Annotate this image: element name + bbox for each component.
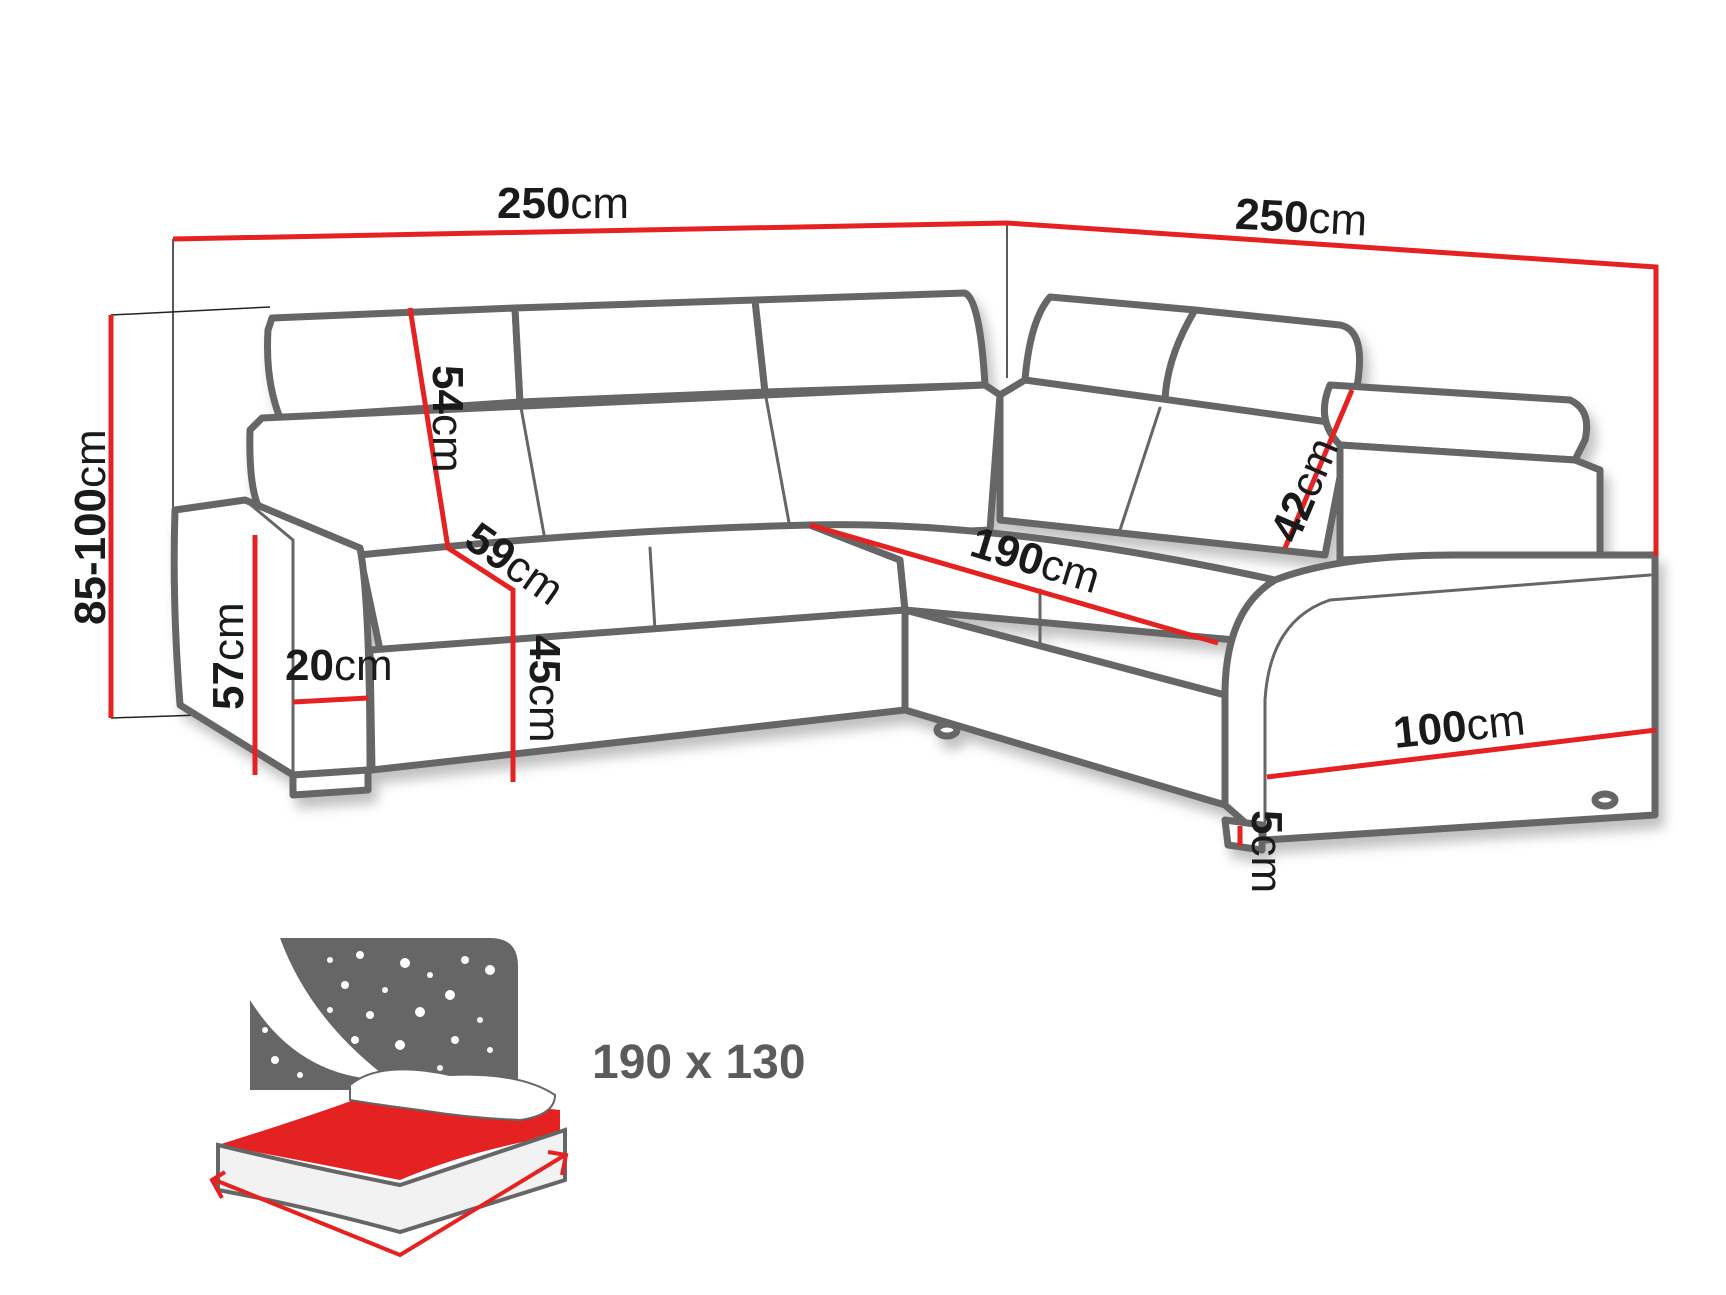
leg-left: [289, 766, 372, 799]
label-left-width: 250cm: [497, 179, 629, 228]
headrest-left-1: [264, 304, 524, 422]
headrest-left-3: [751, 289, 989, 396]
leg-right: [1221, 816, 1266, 854]
label-total-height: 85-100cm: [66, 429, 115, 625]
bed-size-arrow: [214, 1153, 567, 1258]
armrest-right: [1221, 551, 1659, 844]
dimension-lines: [108, 220, 1659, 846]
label-armrest-width: 20cm: [285, 641, 393, 690]
sleeping-area-label: 190 x 130: [592, 1036, 806, 1089]
headrest-left-2: [511, 296, 769, 406]
dimline-armrest-width: [292, 695, 369, 705]
stars-icon: [262, 951, 495, 1078]
label-seat-height: 45cm: [520, 635, 569, 743]
dimline-chaise-depth: [1266, 727, 1657, 780]
dimline-backrest-seat: [407, 307, 516, 782]
label-leg-height: 5cm: [1242, 810, 1291, 893]
bed-night-icon: [209, 938, 569, 1258]
label-right-width: 250cm: [1234, 190, 1368, 246]
guide-lines: [110, 223, 1008, 719]
sofa-illustration: [170, 289, 1659, 854]
label-armrest-height: 57cm: [204, 602, 253, 710]
dimline-seat-length: [809, 522, 1219, 646]
base-right: [901, 606, 1229, 809]
dimline-corner-back: [1282, 389, 1355, 549]
arm-back-right: [1336, 441, 1604, 564]
label-chaise-depth: 100cm: [1391, 695, 1527, 758]
pillows-icon: [349, 1068, 557, 1122]
label-backrest-height: 54cm: [423, 365, 472, 473]
dimline-top: [172, 220, 1659, 556]
